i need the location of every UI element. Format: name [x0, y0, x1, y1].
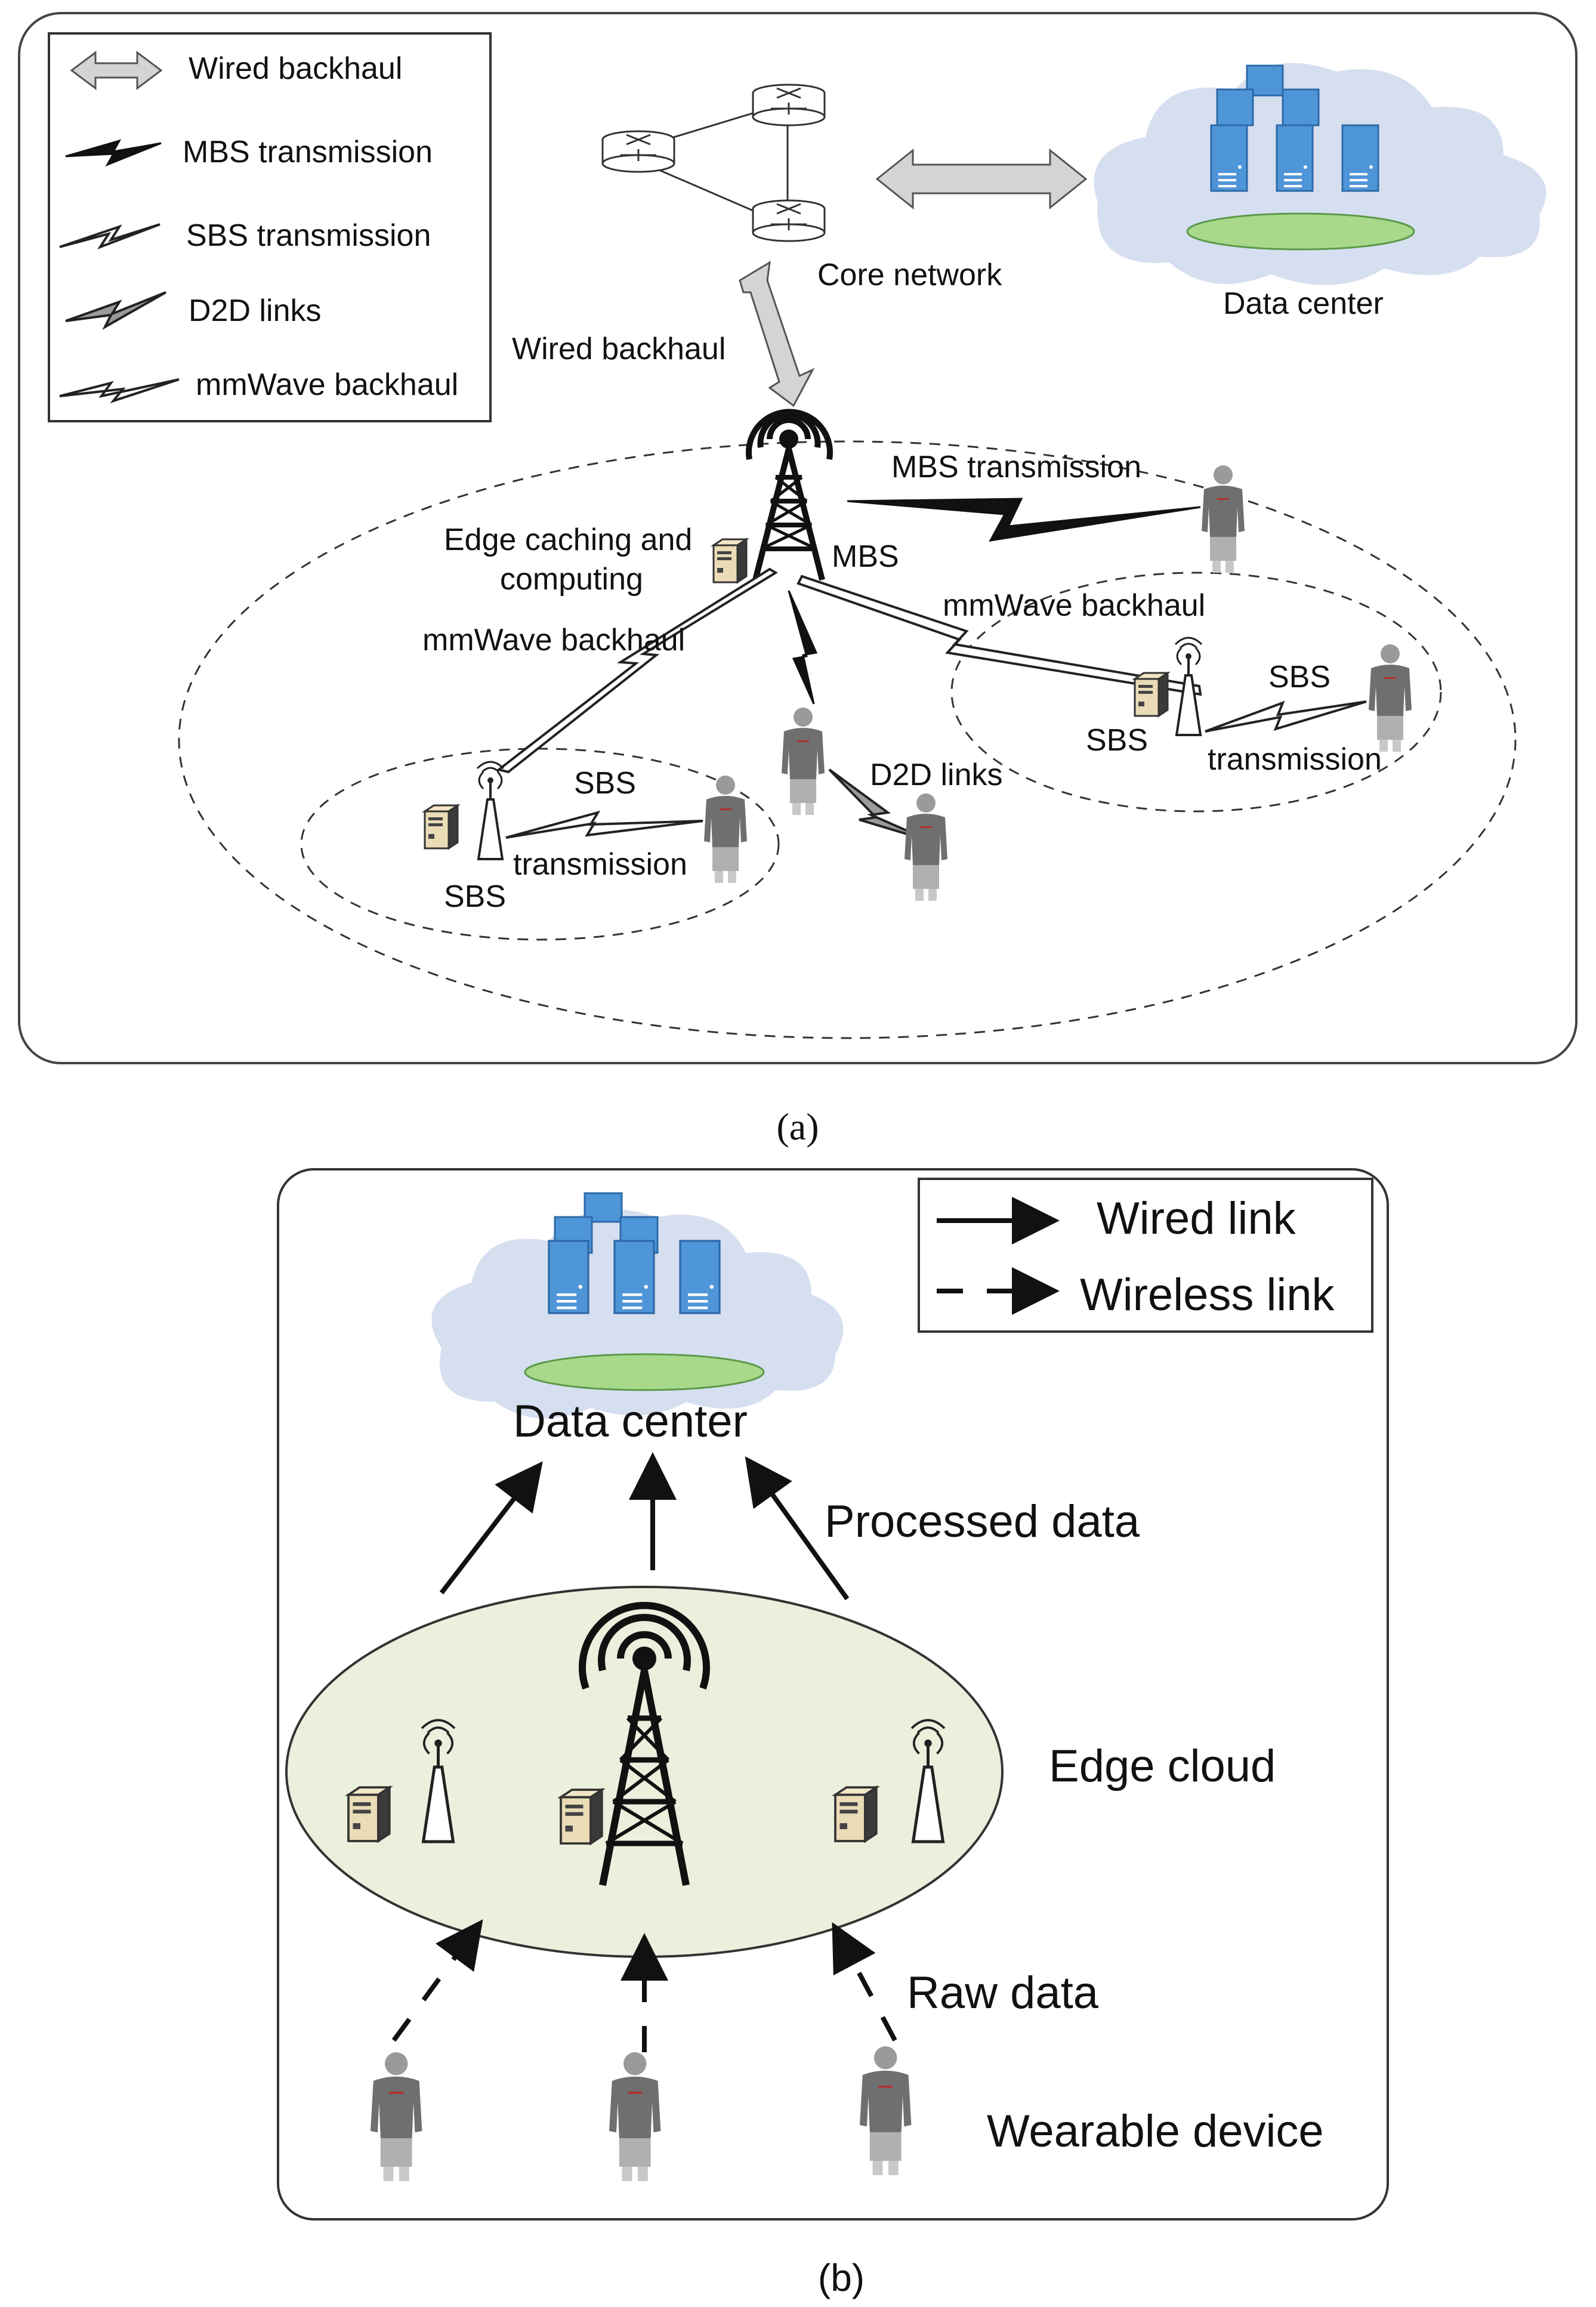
legend-a: Wired backhaul MBS transmission SBS tran…	[48, 32, 492, 422]
mmwave-left-label: mmWave backhaul	[422, 623, 685, 657]
sbs-right-label-b: transmission	[1208, 742, 1382, 777]
small-cell-left-boundary	[300, 748, 780, 941]
core-network-label: Core network	[817, 258, 1002, 292]
caption-b: (b)	[818, 2256, 865, 2299]
wired-backhaul-arrow	[739, 261, 815, 407]
legend-mbs-label: MBS transmission	[183, 135, 433, 169]
wired-link-arrow-right	[745, 1456, 850, 1601]
edge-center-tower	[579, 1602, 710, 1886]
sbs-left-label-a: SBS	[574, 766, 636, 801]
sbs-right-label-a: SBS	[1268, 660, 1330, 694]
edge-cloud-label: Edge cloud	[1049, 1741, 1276, 1792]
wired-backhaul-label: Wired backhaul	[512, 332, 726, 366]
wired-link-arrow-left	[439, 1461, 543, 1595]
mbs-transmission-bolt	[847, 498, 1201, 542]
legend-sbs-label: SBS transmission	[186, 218, 431, 253]
sbs-left-server-icon	[424, 804, 459, 850]
mbs-label: MBS	[832, 539, 899, 574]
data-center-cloud-b	[431, 1192, 844, 1419]
wearable-device-label: Wearable device	[987, 2106, 1324, 2157]
edge-caching-label-1: Edge caching and	[444, 523, 692, 557]
sbs-right-node-label: SBS	[1086, 723, 1148, 758]
wireless-link-arrow-right	[832, 1922, 897, 2042]
mbs-tower	[746, 409, 833, 581]
legend-b: Wired link Wireless link	[918, 1178, 1373, 1333]
legend-mmwave-label: mmWave backhaul	[196, 367, 458, 402]
mbs-down-bolt	[788, 590, 818, 705]
macro-cell-boundary	[178, 440, 1517, 1039]
legend-d2d-label: D2D links	[189, 294, 322, 328]
edge-cloud-ellipse	[285, 1586, 1004, 1958]
legend-mbs-icon	[65, 139, 162, 166]
legend-wired-backhaul-label: Wired backhaul	[189, 51, 402, 86]
sbs-left-node-label: SBS	[444, 879, 506, 914]
d2d-links-label: D2D links	[870, 758, 1003, 792]
edge-server-icon	[712, 538, 748, 583]
edge-right-server-icon	[834, 1786, 878, 1842]
mmwave-left-bolt	[496, 567, 778, 774]
core-network-routers	[601, 84, 826, 242]
data-center-cloud-a	[1094, 63, 1546, 285]
legend-wired-backhaul-icon	[70, 51, 163, 90]
sbs-right-server-icon	[1134, 672, 1169, 717]
mbs-transmission-label: MBS transmission	[891, 450, 1141, 484]
legend-mmwave-icon	[59, 378, 180, 403]
sbs-left-label-b: transmission	[513, 847, 687, 882]
edge-center-server-icon	[560, 1789, 603, 1845]
core-datacenter-arrow	[875, 148, 1088, 210]
processed-data-label: Processed data	[825, 1496, 1140, 1547]
legend-sbs-icon	[59, 223, 160, 250]
legend-d2d-icon	[65, 291, 166, 330]
legend-wireless-link-label: Wireless link	[1080, 1270, 1335, 1320]
sbs-right-transmission-bolt	[1205, 700, 1367, 733]
data-center-label-b: Data center	[513, 1396, 748, 1447]
sbs-left-transmission-bolt	[505, 810, 703, 839]
edge-left-server-icon	[347, 1786, 391, 1842]
data-center-label-a: Data center	[1223, 286, 1384, 321]
caption-a: (a)	[776, 1105, 819, 1148]
edge-caching-label-2: computing	[500, 562, 643, 597]
legend-wired-link-label: Wired link	[1097, 1193, 1296, 1244]
mmwave-right-label: mmWave backhaul	[943, 588, 1205, 623]
wireless-link-arrow-left	[391, 1919, 483, 2042]
raw-data-label: Raw data	[907, 1968, 1099, 2018]
small-cell-right-boundary	[950, 572, 1442, 813]
